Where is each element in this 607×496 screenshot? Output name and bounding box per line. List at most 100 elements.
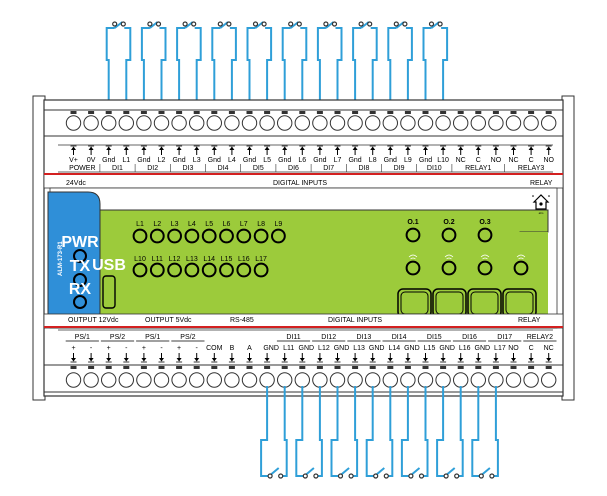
terminal-screw[interactable] [417,115,434,131]
terminal-slot [475,366,482,369]
terminal-screw[interactable] [101,115,117,131]
terminal-screw[interactable] [312,115,328,131]
terminal-screw[interactable] [83,372,99,388]
terminal-slot [140,366,147,369]
terminal-screw[interactable] [505,115,522,131]
arrow-head [229,146,235,150]
terminal-slot [528,366,535,369]
terminal-screw[interactable] [400,372,416,388]
terminal-screw[interactable] [259,372,275,388]
terminal-screw[interactable] [65,372,82,388]
terminal-screw[interactable] [153,372,170,388]
terminal-screw[interactable] [83,115,99,131]
terminal-screw[interactable] [523,372,539,388]
terminal-screw[interactable] [277,115,293,131]
terminal-screw[interactable] [329,372,346,388]
signal-icon [480,254,490,258]
terminal-slot [140,111,147,114]
terminal-screw[interactable] [347,115,363,131]
terminal-screw[interactable] [118,372,135,388]
top-pin-label: V+ [69,157,78,164]
terminal-screw[interactable] [365,115,381,131]
terminal-slot [440,366,447,369]
terminal-screw[interactable] [189,115,205,131]
led-label: L11 [152,256,163,263]
top-pin-label: Gnd [348,157,361,164]
terminal-screw[interactable] [294,372,310,388]
terminal-screw[interactable] [241,372,258,388]
terminal-screw[interactable] [453,372,469,388]
terminal-screw[interactable] [206,115,223,131]
terminal-screw[interactable] [101,372,117,388]
terminal-screw[interactable] [382,115,398,131]
terminal-screw[interactable] [523,115,539,131]
usb-port[interactable] [102,275,116,309]
arrow-head [176,146,182,150]
terminal-screw[interactable] [224,115,240,131]
terminal-screw[interactable] [382,372,398,388]
terminal-screw[interactable] [541,372,557,388]
terminal-screw[interactable] [259,115,275,131]
terminal-slot [387,111,394,114]
terminal-screw[interactable] [171,115,187,131]
terminal-screw[interactable] [541,115,557,131]
terminal-screw[interactable] [505,372,522,388]
output-led [441,227,457,243]
terminal-screw[interactable] [118,115,135,131]
strip-relay-top: RELAY [530,180,553,187]
terminal-screw[interactable] [206,372,223,388]
arrow-head [123,146,129,150]
terminal-screw[interactable] [329,115,346,131]
terminal-screw[interactable] [488,115,504,131]
signal-indicators [405,254,529,276]
switch-node [288,21,294,27]
terminal-screw[interactable] [365,372,381,388]
switch-node [112,21,118,27]
tx-label: TX [70,258,91,275]
arrow-head [264,358,270,362]
terminal-screw[interactable] [65,115,82,131]
terminal-screw[interactable] [453,115,469,131]
terminal-screw[interactable] [435,115,451,131]
arrow-head [159,146,164,150]
terminal-screw[interactable] [171,372,187,388]
terminal-screw[interactable] [417,372,434,388]
top-pin-label: L2 [158,157,166,164]
top-group-label: DI3 [182,165,193,172]
output-led [477,227,493,243]
terminal-screw[interactable] [153,115,170,131]
bottom-group-label: PS/1 [75,334,90,341]
bottom-pin-label: GND [299,345,315,352]
terminal-screw[interactable] [241,115,258,131]
arrow-head [493,358,499,362]
top-group-label: POWER [69,165,95,172]
terminal-screw[interactable] [277,372,293,388]
terminal-screw[interactable] [488,372,504,388]
terminal-screw[interactable] [294,115,310,131]
terminal-screw[interactable] [189,372,205,388]
terminal-screw[interactable] [470,372,486,388]
switch-node [323,21,329,27]
terminal-screw[interactable] [347,372,363,388]
sign-label: + [107,345,111,352]
top-pin-label: L10 [437,157,449,164]
arrow-head [387,358,393,362]
input-wire [281,27,291,116]
terminal-screw[interactable] [136,372,152,388]
terminal-screw[interactable] [400,115,416,131]
top-pin-label: 0V [87,157,96,164]
input-wire [265,27,273,116]
switch-node [373,473,379,479]
terminal-screw[interactable] [312,372,328,388]
input-led [219,262,234,278]
terminal-slot [545,366,552,369]
switch-node [408,473,414,479]
top-group-label: DI5 [253,165,264,172]
terminal-screw[interactable] [224,372,240,388]
terminal-screw[interactable] [435,372,451,388]
terminal-slot [158,111,165,114]
terminal-screw[interactable] [136,115,152,131]
terminal-screw[interactable] [470,115,486,131]
bottom-pin-label: GND [334,345,350,352]
